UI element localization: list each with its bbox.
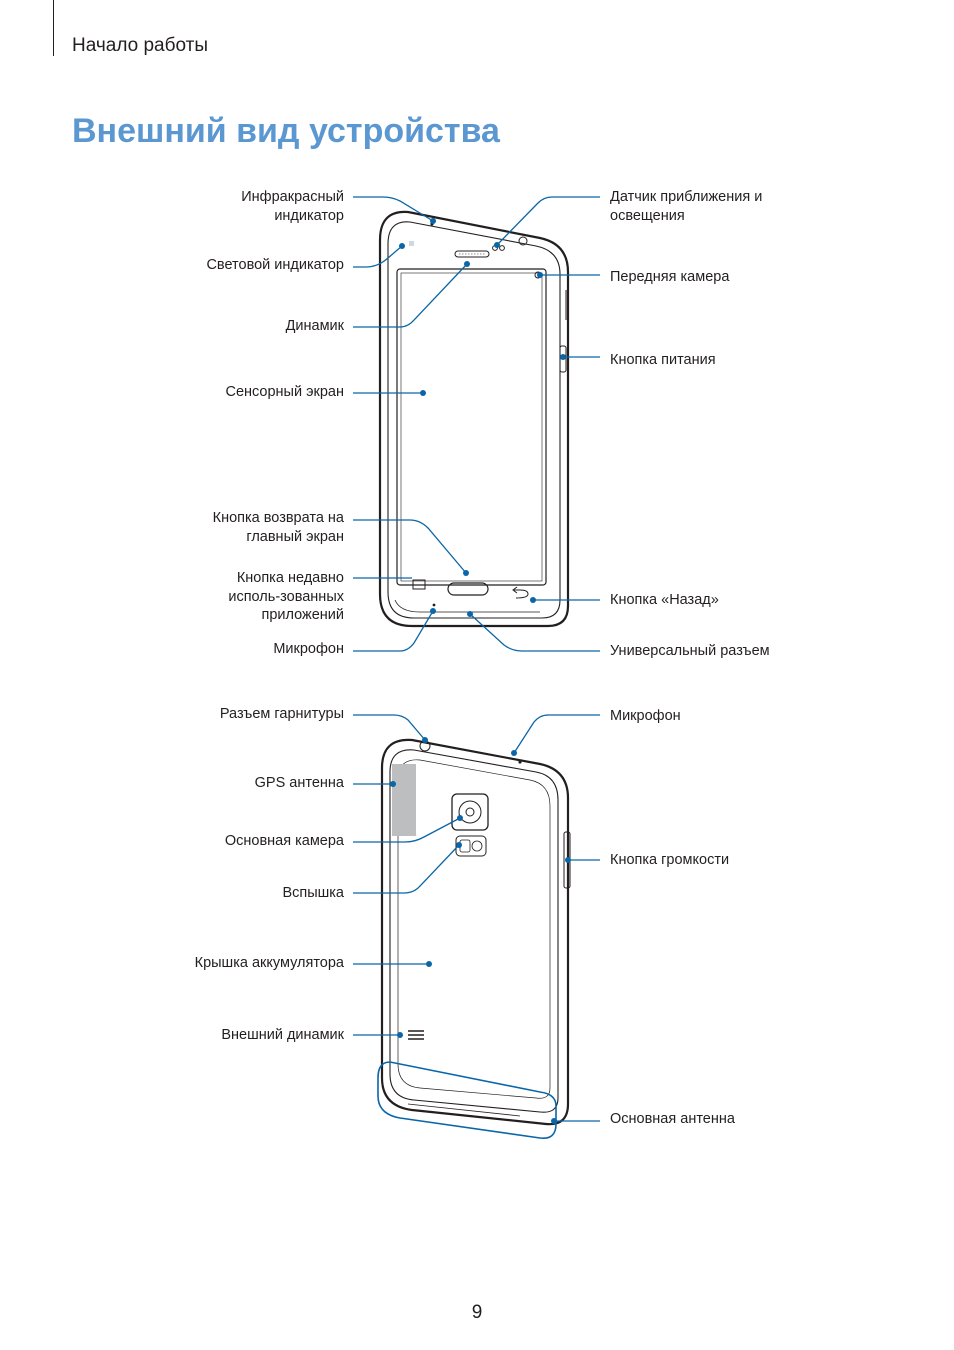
front-callout-lines — [353, 196, 600, 652]
label-flash: Вспышка — [282, 885, 344, 901]
label-usb-port: Универсальный разъем — [610, 643, 770, 659]
label-speaker: Динамик — [285, 318, 344, 334]
label-front-camera: Передняя камера — [610, 269, 730, 285]
label-headset-jack: Разъем гарнитуры — [219, 706, 344, 722]
gps-antenna-area — [392, 764, 416, 836]
label-rear-camera: Основная камера — [224, 833, 344, 849]
label-front-microphone: Микрофон — [273, 641, 344, 657]
section-label: Начало работы — [72, 35, 209, 56]
label-rear-microphone: Микрофон — [610, 708, 681, 724]
label-main-antenna: Основная антенна — [610, 1111, 735, 1127]
label-back-button: Кнопка «Назад» — [610, 592, 719, 608]
label-led-indicator: Световой индикатор — [206, 257, 344, 273]
led-indicator-mark — [409, 241, 414, 246]
page-title: Внешний вид устройства — [72, 112, 500, 150]
front-callout-dots — [399, 218, 566, 617]
label-power-button: Кнопка питания — [610, 352, 716, 368]
header-rule — [53, 0, 54, 56]
label-touchscreen: Сенсорный экран — [225, 384, 344, 400]
label-loudspeaker: Внешний динамик — [221, 1027, 344, 1043]
label-battery-cover: Крышка аккумулятора — [194, 955, 344, 971]
rear-callout-dots — [390, 737, 571, 1124]
page-number: 9 — [471, 1302, 483, 1323]
label-volume-button: Кнопка громкости — [610, 852, 730, 868]
rear-phone-illustration — [380, 738, 571, 1126]
rear-callout-lines — [353, 714, 600, 1122]
main-antenna-outline — [377, 1061, 557, 1140]
label-gps-antenna: GPS антенна — [254, 775, 344, 791]
front-phone-illustration — [378, 210, 570, 628]
